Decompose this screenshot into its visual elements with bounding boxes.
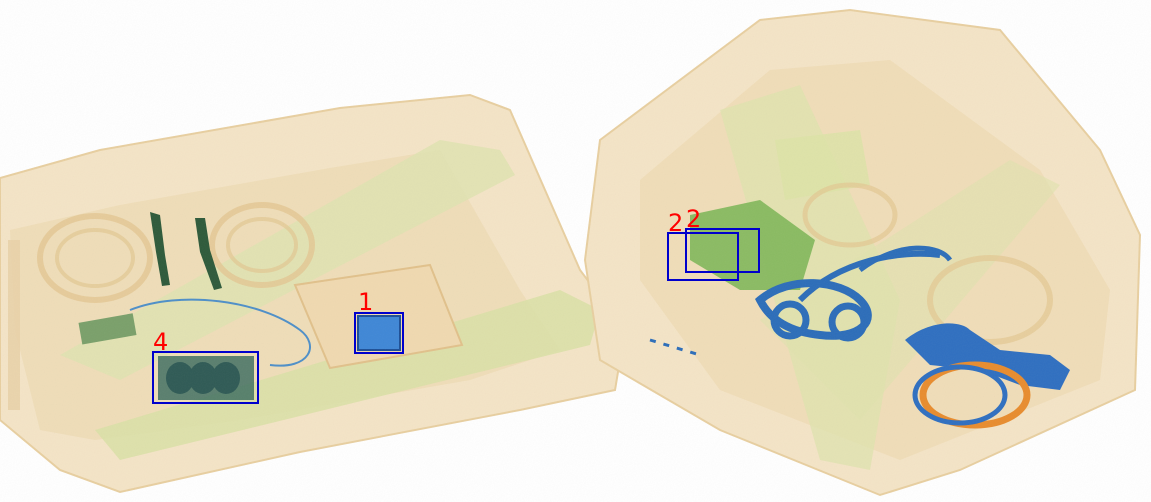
detection-2a: 2 xyxy=(667,209,739,281)
left-bag xyxy=(0,93,627,494)
detection-box xyxy=(354,312,404,354)
detection-label: 2 xyxy=(686,205,701,233)
detection-4: 4 xyxy=(152,328,259,404)
detection-2b: 2 xyxy=(685,205,760,273)
detection-1: 1 xyxy=(354,288,404,354)
right-bag xyxy=(583,8,1142,497)
detection-label: 1 xyxy=(358,288,373,316)
detection-label: 2 xyxy=(668,209,683,237)
detection-box xyxy=(685,228,760,273)
detection-label: 4 xyxy=(153,328,168,356)
detection-box xyxy=(152,351,259,404)
detection-box xyxy=(667,232,739,281)
